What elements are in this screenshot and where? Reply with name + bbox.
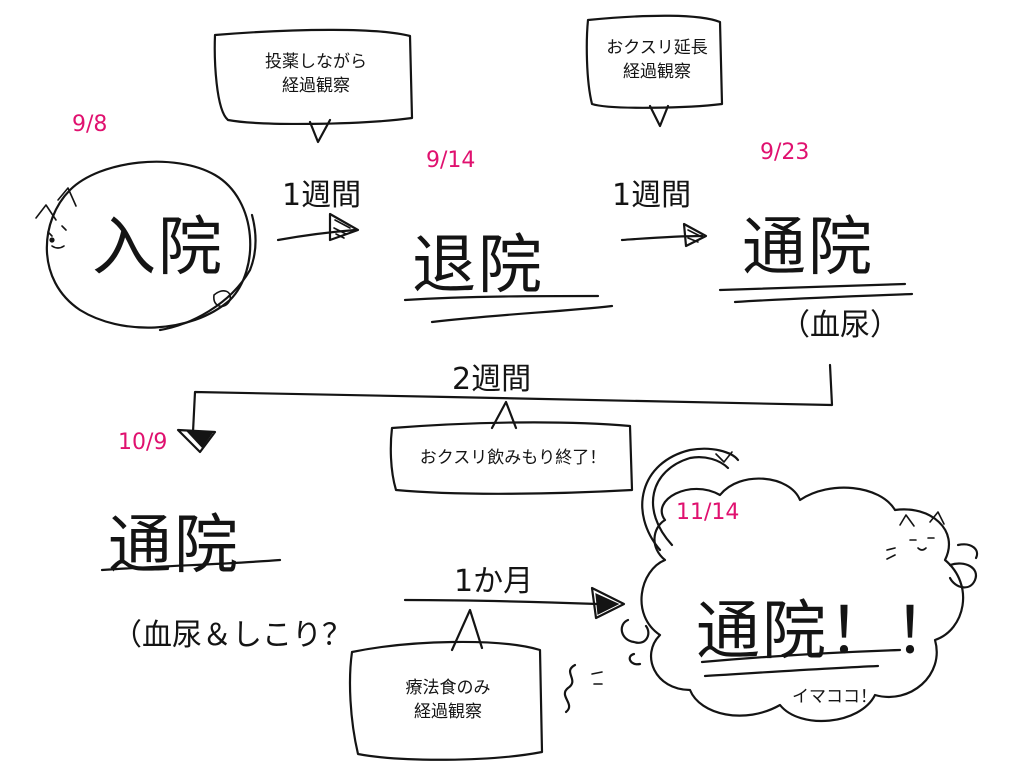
date-visit2: 10/9 xyxy=(118,430,168,455)
bubble-4 xyxy=(348,608,544,761)
bubble-3-line1: おクスリ飲みもり終了！ xyxy=(419,448,607,468)
bubble-2-line2: 経過観察 xyxy=(623,62,691,82)
edge-label-4: 1か月 xyxy=(454,564,534,599)
underline-discharge xyxy=(403,294,600,302)
date-visit3: 11/14 xyxy=(676,500,740,525)
bubble-2-line1: おクスリ延長 xyxy=(606,38,708,58)
arrow-visit2-visit3 xyxy=(403,586,626,620)
note-visit3: イマココ！ xyxy=(792,687,877,707)
edge-label-1: 1週間 xyxy=(282,178,362,213)
label-discharge: 退院 xyxy=(412,229,544,303)
arrow-visit1-visit2 xyxy=(176,363,834,454)
sub-visit1: （血尿） xyxy=(780,308,900,343)
arrow-discharge-visit1 xyxy=(620,222,708,248)
underline-visit2 xyxy=(100,558,282,572)
bubble-3-text: おクスリ飲みもり終了！ xyxy=(396,446,630,470)
bubble-1-line2: 経過観察 xyxy=(282,76,350,96)
bubble-2-text: おクスリ延長 経過観察 xyxy=(592,36,722,84)
bubble-1-text: 投薬しながら 経過観察 xyxy=(226,50,406,98)
bubble-1 xyxy=(213,28,414,144)
date-discharge: 9/14 xyxy=(426,148,476,173)
bubble-1-line1: 投薬しながら xyxy=(265,52,367,72)
bubble-3 xyxy=(389,400,634,495)
underline-visit1 xyxy=(718,282,907,292)
label-visit2: 通院 xyxy=(108,509,240,583)
edge-label-3: 2週間 xyxy=(452,362,532,397)
cloud-visit3 xyxy=(640,477,965,723)
cat-icon xyxy=(35,160,257,332)
underline2-discharge xyxy=(430,304,614,324)
arrow-admission-discharge xyxy=(276,212,360,242)
bubble-4-line2: 経過観察 xyxy=(414,702,482,722)
bubble-4-line1: 療法食のみ xyxy=(405,678,491,698)
label-visit3: 通院！！ xyxy=(696,595,960,669)
date-admission: 9/8 xyxy=(72,112,108,137)
label-admission: 入院 xyxy=(92,211,224,285)
bubble-4-text: 療法食のみ 経過観察 xyxy=(356,676,540,724)
date-visit1: 9/23 xyxy=(760,140,810,165)
underline2-visit1 xyxy=(733,292,914,304)
label-visit1: 通院 xyxy=(742,211,874,285)
sigh-icon xyxy=(563,663,603,714)
cat-paw-icon xyxy=(620,543,979,666)
sub-visit2: （血尿＆しこり？ xyxy=(112,618,352,653)
cat-face-icon xyxy=(886,511,945,560)
bubble-2 xyxy=(585,14,724,128)
cat-tail-icon xyxy=(641,447,740,552)
edge-label-2: 1週間 xyxy=(612,178,692,213)
